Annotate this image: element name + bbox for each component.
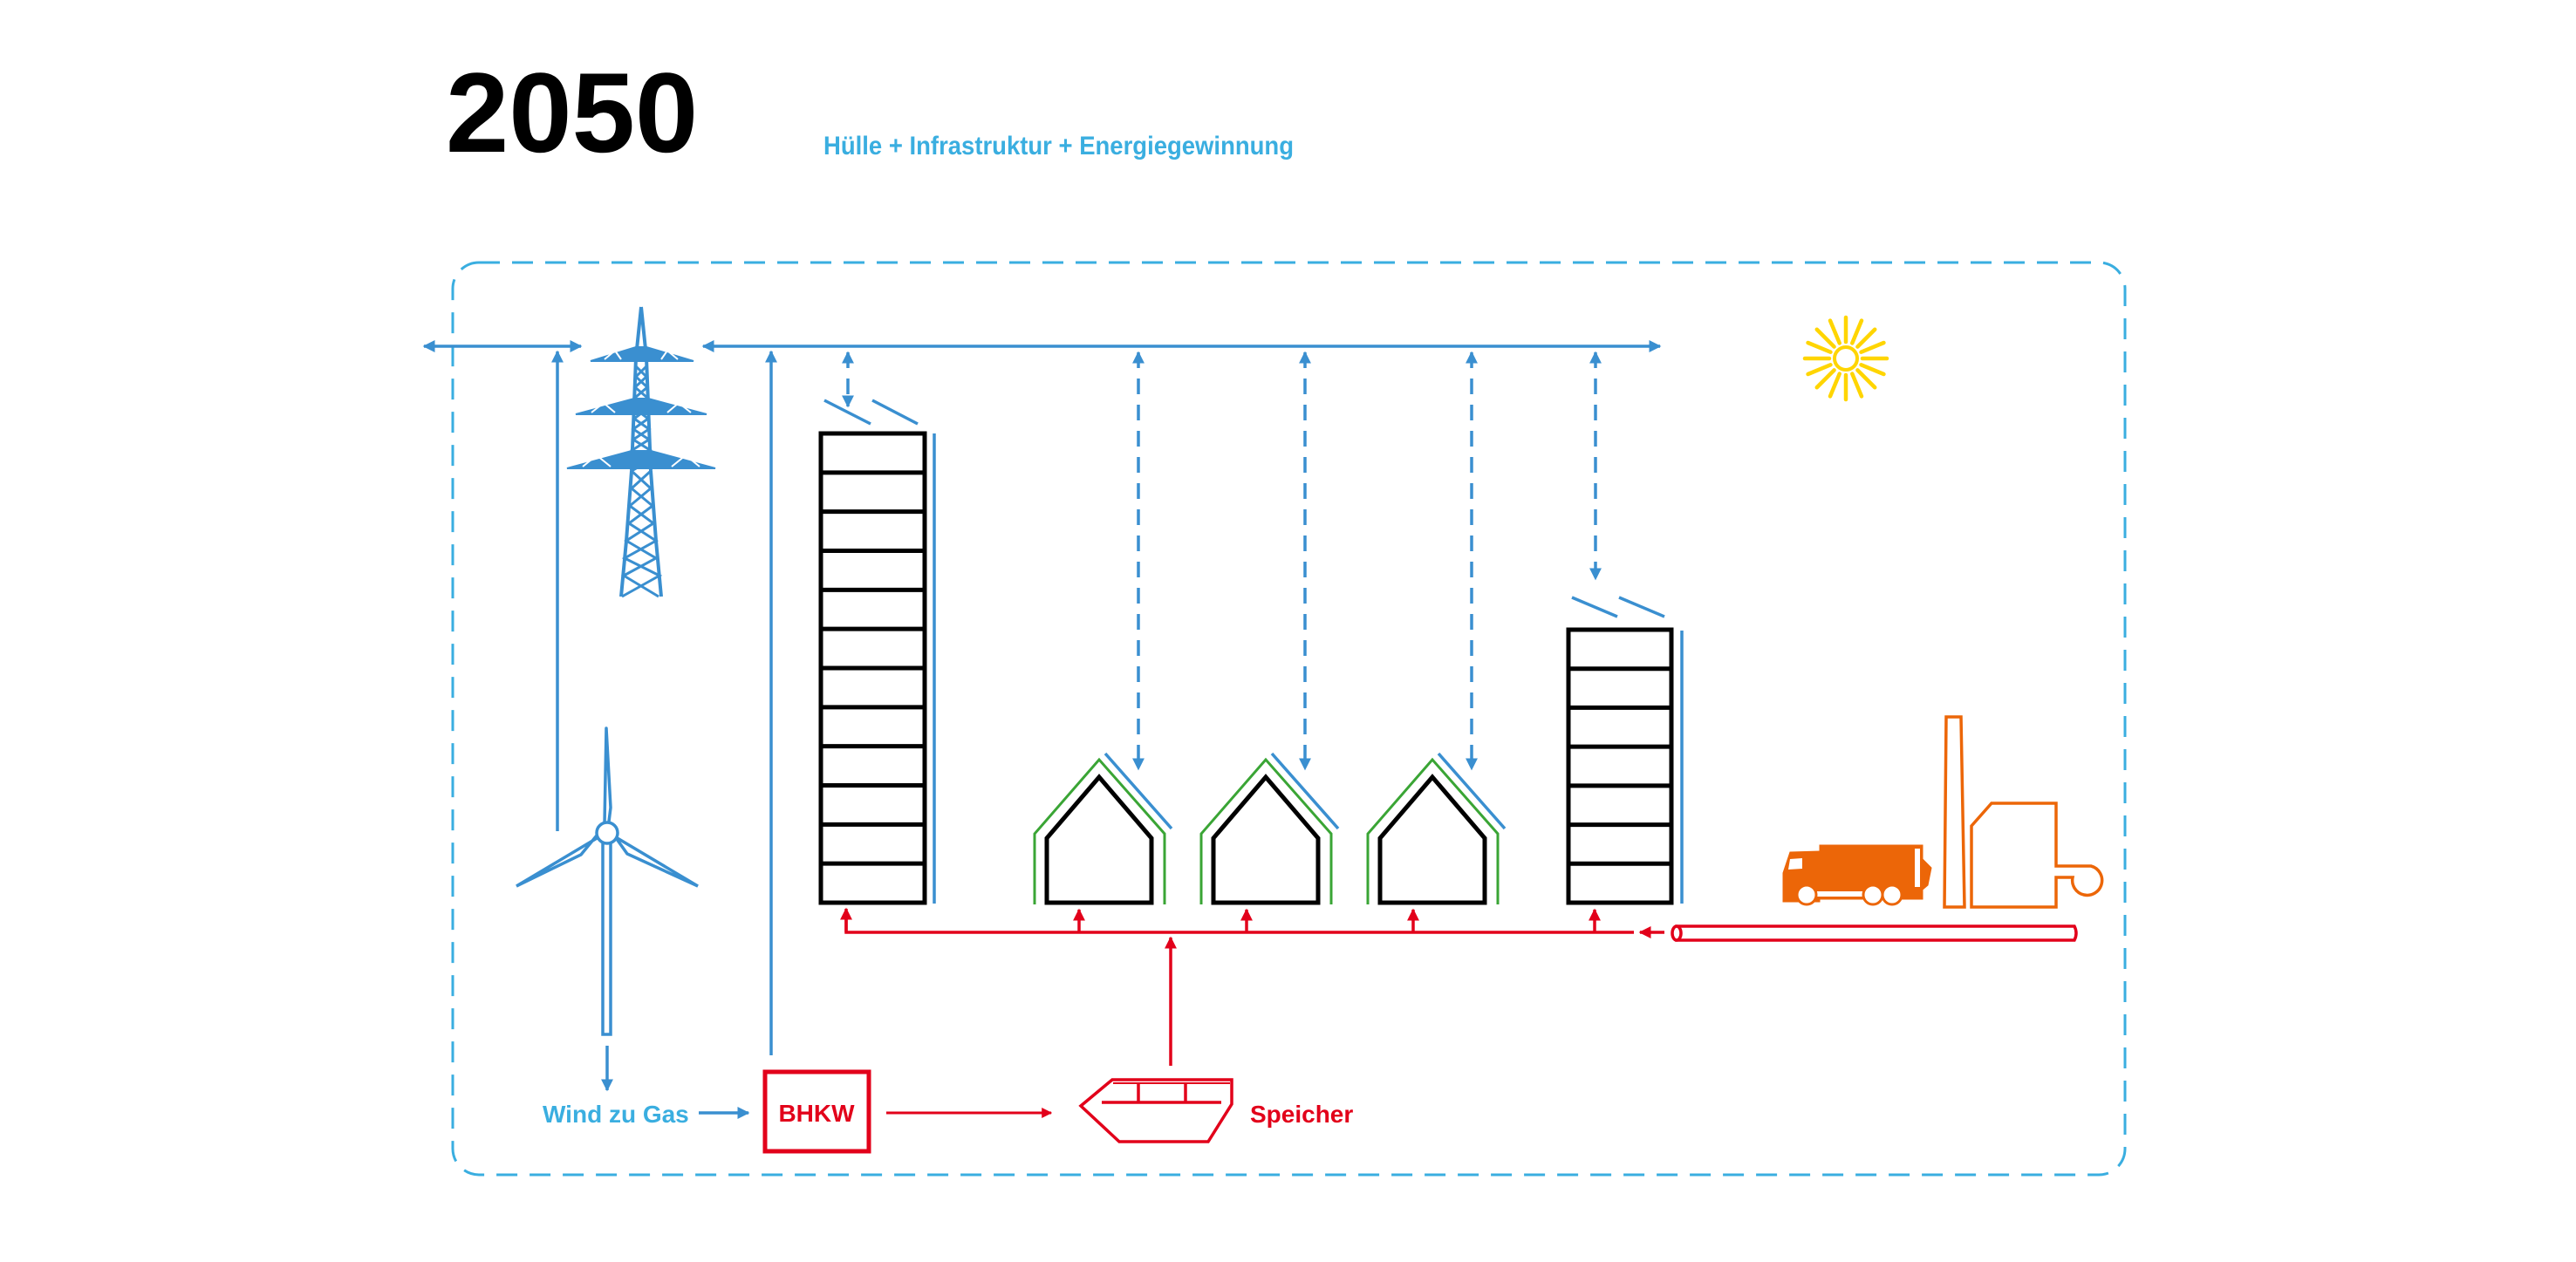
- garbage-truck-icon: [1782, 844, 1932, 906]
- insulation-envelope: [1033, 757, 1166, 904]
- house: [1033, 752, 1173, 905]
- house: [1366, 752, 1507, 905]
- system-boundary: [451, 261, 2127, 1177]
- chimney: [1943, 715, 1966, 909]
- chp-box: [762, 1069, 871, 1154]
- waste-incineration-plant-icon: [1943, 715, 2104, 909]
- district-heat-pipe: [1675, 924, 2078, 942]
- sun-ray: [1828, 372, 1841, 399]
- sun-icon: [1802, 315, 1889, 402]
- sun-ray: [1850, 318, 1864, 345]
- electricity-grid: [422, 340, 1662, 1055]
- sun-ray: [1850, 372, 1864, 399]
- district-heating-network: [840, 907, 2078, 1066]
- subtitle: Hülle + Infrastruktur + Energiegewinnung: [823, 132, 1294, 160]
- sun-ray: [1855, 327, 1877, 349]
- sun-ray: [1855, 368, 1877, 390]
- tall-building: [818, 399, 936, 905]
- wind-to-gas-label: Wind zu Gas: [543, 1101, 689, 1128]
- year-title: 2050: [446, 49, 698, 176]
- storage-label: Speicher: [1250, 1101, 1353, 1128]
- sun-ray: [1814, 327, 1836, 349]
- sun-ray: [1806, 363, 1833, 377]
- sun-ray: [1806, 340, 1833, 354]
- insulation-envelope: [1366, 757, 1500, 904]
- roof-solar-panel: [1437, 752, 1507, 830]
- mid-building: [1566, 596, 1684, 905]
- roof-solar-panel: [1104, 752, 1173, 830]
- solar-panel-icon: [1618, 596, 1665, 618]
- roof-solar-panel: [1270, 752, 1340, 830]
- house: [1199, 752, 1340, 905]
- chp-plant: BHKW: [762, 1069, 871, 1154]
- insulation-envelope: [1199, 757, 1333, 904]
- power-pylon-icon: [566, 306, 716, 598]
- house-body: [1211, 774, 1321, 905]
- plant-building: [1970, 802, 2104, 909]
- house-body: [1044, 774, 1154, 905]
- house-body: [1377, 774, 1487, 905]
- sun-ray: [1828, 318, 1841, 345]
- sun-ray: [1814, 368, 1836, 390]
- storage-tank-icon: [1078, 1078, 1233, 1143]
- solar-panel-icon: [1571, 596, 1618, 618]
- solar-panel-icon: [823, 399, 871, 426]
- solar-panel-icon: [871, 399, 919, 426]
- sun-ray: [1859, 340, 1886, 354]
- wind-turbine-icon: [516, 727, 699, 1092]
- chp-label: BHKW: [778, 1100, 855, 1127]
- sun-ray: [1859, 363, 1886, 377]
